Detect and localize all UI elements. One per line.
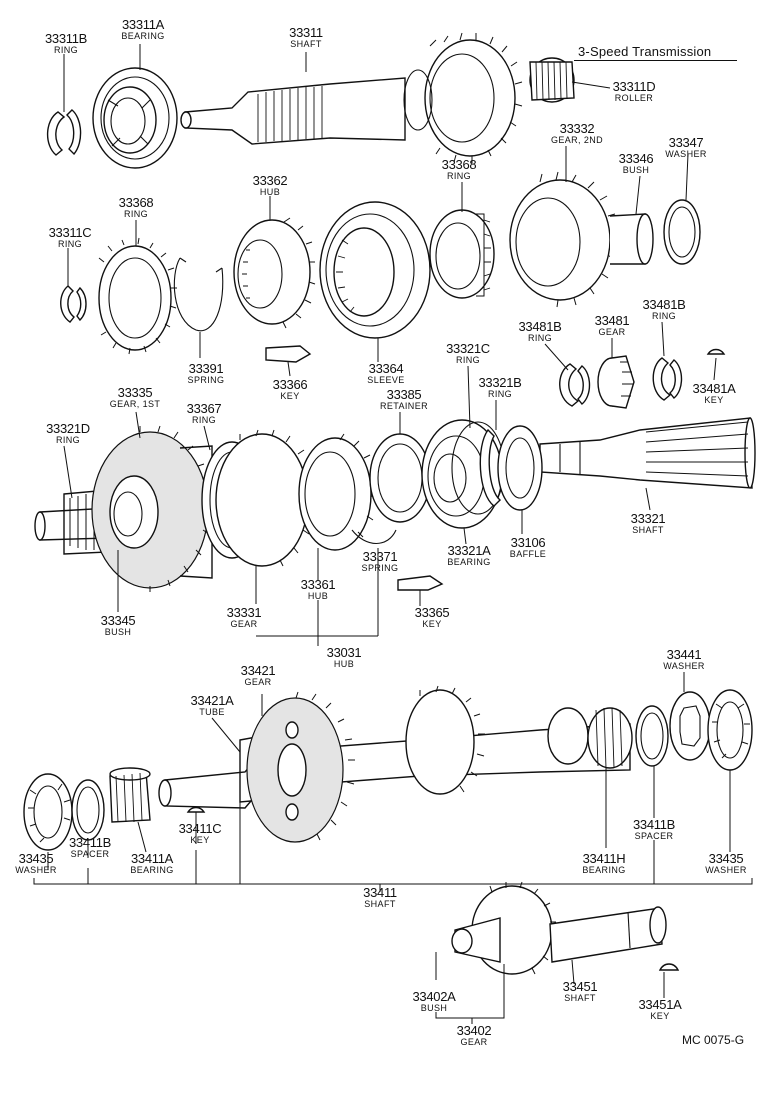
title-underline	[574, 60, 737, 61]
key-33451a-drawing	[658, 963, 680, 971]
figure-code: MC 0075-G	[682, 1033, 745, 1047]
spring-33391-drawing	[173, 257, 224, 332]
hub-33361-drawing	[298, 433, 379, 551]
bearing-33311a-drawing	[92, 67, 178, 169]
washer-33435-left-drawing	[23, 773, 73, 851]
key-33366-drawing	[265, 345, 312, 363]
gear-33331-drawing	[215, 429, 316, 567]
ring-33481b-right-drawing	[652, 357, 683, 401]
shaft-33451-drawing	[549, 906, 667, 963]
washer-33347-drawing	[663, 199, 701, 265]
roller-33311d-drawing	[529, 57, 575, 103]
key-33481a-drawing	[706, 348, 726, 355]
spacer-33411b-right-drawing	[635, 705, 669, 767]
washer-33435-right-drawing	[707, 689, 753, 771]
ring-33311c-drawing	[60, 285, 87, 323]
gear-33402-drawing	[451, 881, 557, 975]
sleeve-33364-drawing	[319, 201, 431, 339]
gear-33332-drawing	[509, 171, 654, 308]
ring-33311b-drawing	[46, 109, 82, 156]
ring-33368-drawing	[429, 209, 495, 299]
retainer-33385-drawing	[369, 433, 431, 523]
key-33411c-drawing	[186, 806, 206, 813]
spring-33371-drawing	[351, 529, 397, 544]
ring-33368-left-drawing	[98, 237, 177, 355]
hub-33362-drawing	[233, 217, 316, 329]
leader-lines	[33, 44, 753, 1024]
shaft-33311-drawing	[180, 32, 523, 163]
ring-33321b-drawing	[479, 428, 502, 507]
gear-33481-drawing	[597, 355, 635, 409]
counter-gears-drawing	[405, 685, 633, 795]
spacer-33411b-left-drawing	[71, 779, 105, 841]
diagram-title: 3-Speed Transmission	[578, 44, 712, 59]
key-33365-drawing	[397, 575, 444, 591]
gear-33421-drawing	[246, 691, 355, 843]
gear-33335-drawing	[91, 425, 213, 592]
washer-33441-drawing	[669, 691, 711, 761]
bearing-33411a-drawing	[109, 767, 151, 823]
shaft-33321-drawing	[34, 417, 756, 541]
baffle-33106-drawing	[497, 425, 543, 511]
ring-33481b-left-drawing	[559, 363, 591, 407]
